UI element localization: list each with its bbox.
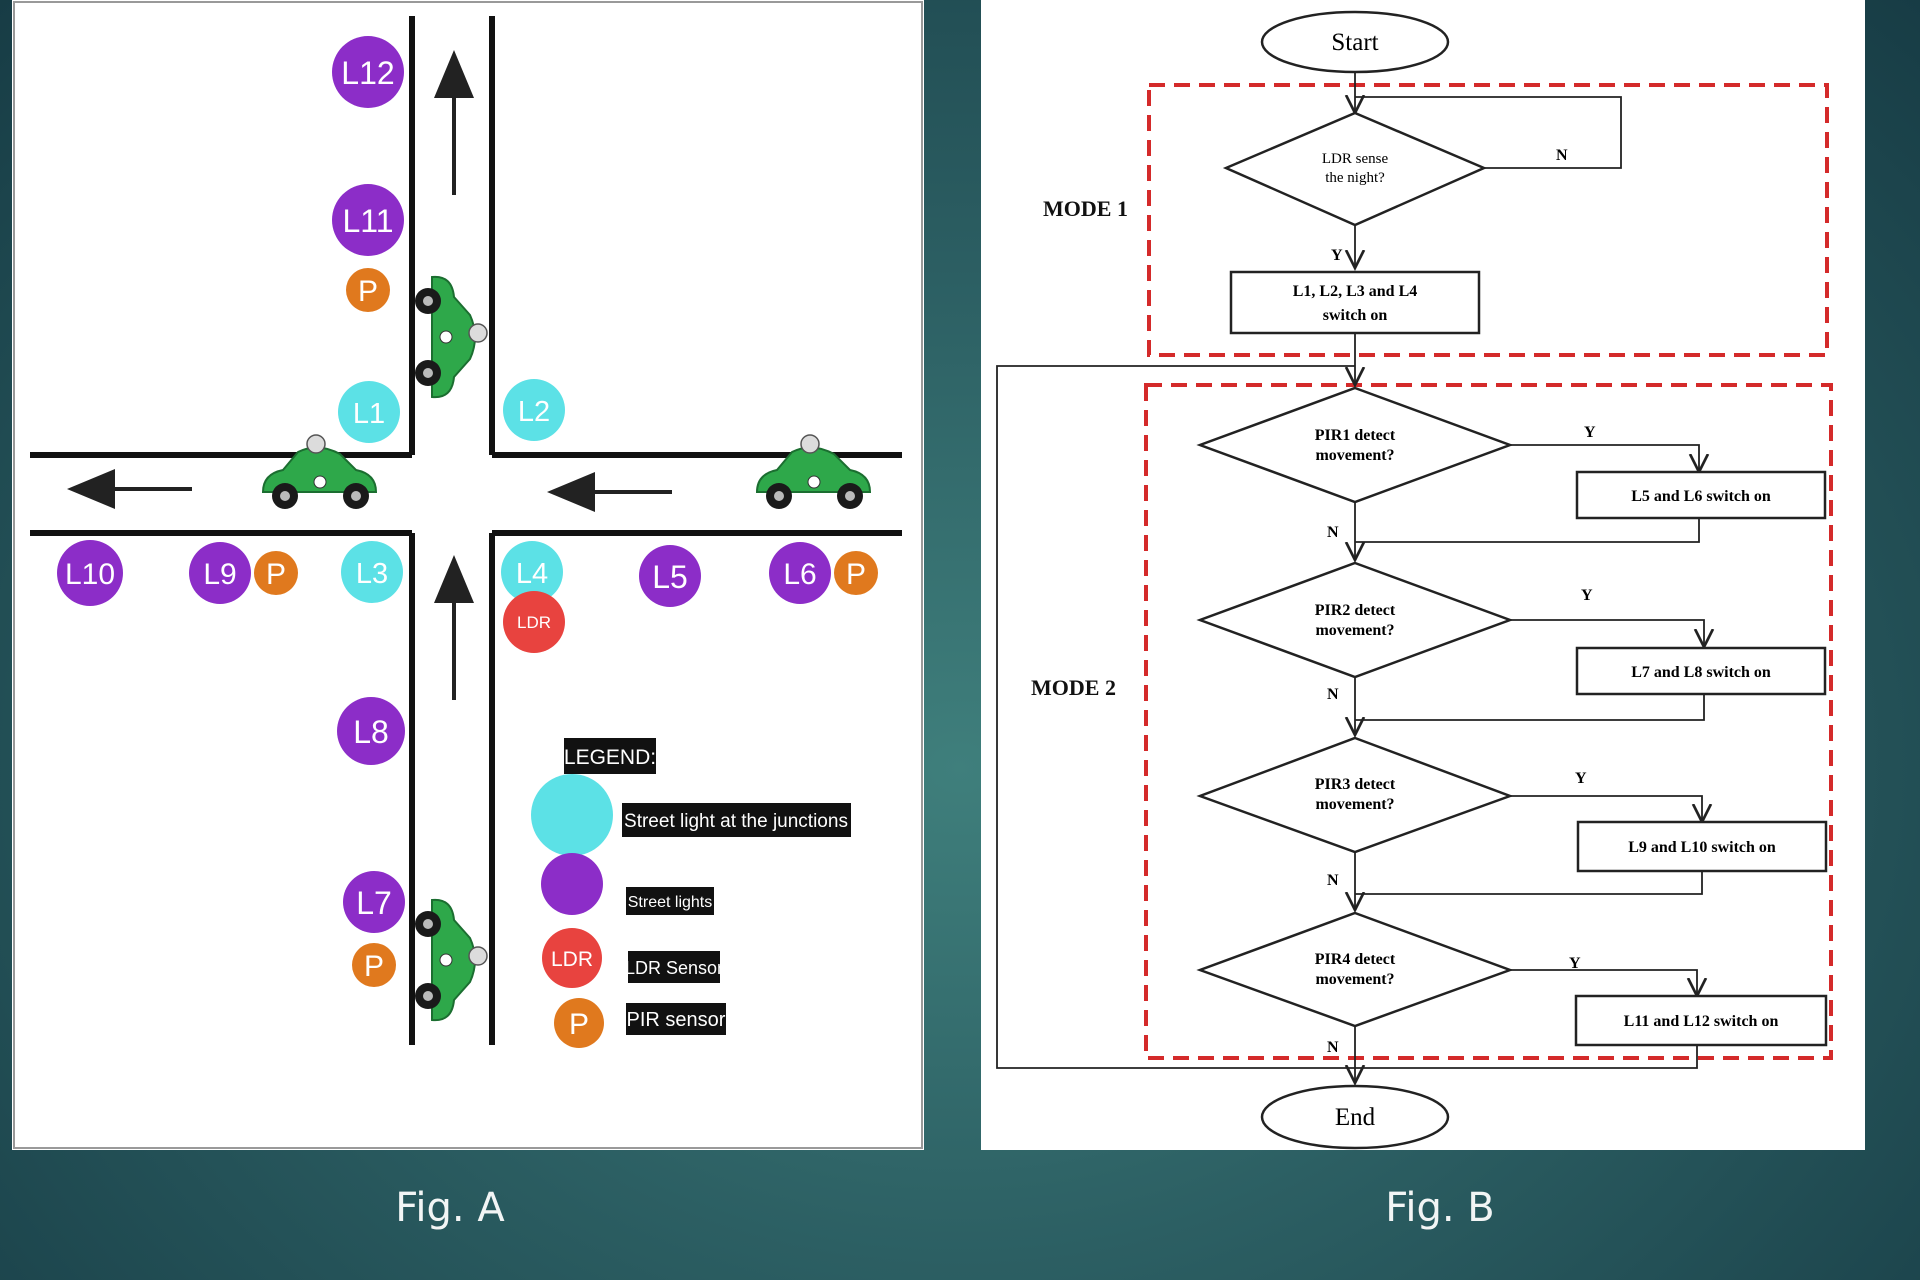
mode-2-box: [1144, 383, 1833, 1060]
pir4-action: L11 and L12 switch on: [1574, 994, 1828, 1047]
svg-text:LDR sense: LDR sense: [1322, 151, 1389, 167]
svg-text:L6: L6: [783, 558, 816, 591]
svg-text:L12: L12: [341, 55, 394, 91]
lamp-l3: L3: [341, 541, 403, 603]
traffic-arrows: [67, 50, 672, 700]
pir2-yes-label: Y: [1581, 587, 1593, 604]
pir4-yes-label: Y: [1569, 955, 1581, 972]
lamp-l12: L12: [332, 36, 404, 108]
figure-b-caption: Fig. B: [1385, 1185, 1495, 1231]
ldr-decision: LDR sense the night?: [1222, 111, 1488, 227]
svg-text:Street light at the junctions: Street light at the junctions: [624, 811, 848, 832]
legend-ldr-swatch: [542, 928, 602, 988]
lamp-l6: L6: [769, 542, 831, 604]
end-terminal: End: [1260, 1084, 1450, 1150]
svg-text:movement?: movement?: [1315, 796, 1394, 813]
svg-text:L8: L8: [353, 714, 389, 750]
svg-text:L3: L3: [356, 558, 388, 590]
pir-sensor-south: P: [352, 943, 396, 987]
svg-text:PIR1 detect: PIR1 detect: [1315, 427, 1396, 444]
legend-pir-swatch: [554, 998, 604, 1048]
legend-street-light-swatch: [541, 853, 603, 915]
svg-text:L4: L4: [516, 558, 548, 590]
svg-text:P: P: [569, 1008, 589, 1041]
svg-text:switch on: switch on: [1323, 307, 1388, 324]
svg-text:LEGEND:: LEGEND:: [564, 746, 656, 769]
lamp-l8: L8: [337, 697, 405, 765]
mode-1-label: MODE 1: [1043, 196, 1128, 221]
figure-b-panel: MODE 1 MODE 2 Start End LDR sense the ni…: [981, 0, 1865, 1150]
lamp-l11: L11: [332, 184, 404, 256]
lamp-l7: L7: [343, 871, 405, 933]
pir-sensor-west: P: [254, 551, 298, 595]
svg-text:L5: L5: [652, 559, 688, 595]
svg-text:the night?: the night?: [1325, 170, 1385, 186]
pir1-no-label: N: [1327, 524, 1339, 541]
pir2-decision: PIR2 detect movement?: [1196, 561, 1514, 679]
legend: LEGEND: Street light at the junctions St…: [531, 738, 851, 1048]
lamp-l1: L1: [338, 381, 400, 443]
svg-text:L11 and L12 switch on: L11 and L12 switch on: [1624, 1013, 1779, 1030]
svg-text:PIR4 detect: PIR4 detect: [1315, 951, 1396, 968]
ldr-sensor: LDR: [503, 591, 565, 653]
lamp-l2: L2: [503, 379, 565, 441]
pir3-action: L9 and L10 switch on: [1576, 820, 1828, 873]
svg-text:LDR: LDR: [517, 613, 551, 632]
svg-text:LDR Sensor: LDR Sensor: [625, 958, 723, 978]
pir1-action: L5 and L6 switch on: [1575, 470, 1827, 520]
lamp-l9: L9: [189, 542, 251, 604]
flowchart: MODE 1 MODE 2 Start End LDR sense the ni…: [996, 10, 1833, 1150]
lamp-l10: L10: [57, 540, 123, 606]
svg-text:L9: L9: [203, 558, 236, 591]
svg-text:L10: L10: [65, 558, 115, 591]
pir2-no-label: N: [1327, 686, 1339, 703]
mode-1-box: [1147, 83, 1829, 357]
svg-text:End: End: [1335, 1104, 1376, 1131]
svg-text:movement?: movement?: [1315, 622, 1394, 639]
junction-diagram: L1 L2 L3 L4 L12 L11 L10 L9 L5 L6 L8: [13, 1, 923, 1149]
svg-text:movement?: movement?: [1315, 971, 1394, 988]
svg-text:L5 and L6 switch on: L5 and L6 switch on: [1631, 488, 1771, 505]
figure-a-caption: Fig. A: [395, 1185, 505, 1231]
pir2-action: L7 and L8 switch on: [1575, 646, 1827, 696]
pir4-decision: PIR4 detect movement?: [1196, 911, 1514, 1028]
svg-text:PIR sensor: PIR sensor: [627, 1009, 726, 1031]
svg-text:LDR: LDR: [551, 948, 593, 971]
svg-text:Street lights: Street lights: [628, 894, 712, 911]
pir-sensor-north: P: [346, 268, 390, 312]
svg-text:PIR2 detect: PIR2 detect: [1315, 602, 1396, 619]
ldr-no-label: N: [1556, 147, 1568, 164]
svg-text:L7: L7: [356, 885, 392, 921]
road-edges: [30, 16, 902, 1045]
pir4-no-label: N: [1327, 1039, 1339, 1056]
pir3-no-label: N: [1327, 872, 1339, 889]
legend-junction-swatch: [531, 774, 613, 856]
svg-text:P: P: [358, 275, 378, 308]
svg-text:P: P: [364, 950, 384, 983]
lamp-l5: L5: [639, 545, 701, 607]
svg-text:PIR3 detect: PIR3 detect: [1315, 776, 1396, 793]
flow-connectors: [996, 72, 1704, 1083]
pir1-yes-label: Y: [1584, 424, 1596, 441]
figure-a-panel: L1 L2 L3 L4 L12 L11 L10 L9 L5 L6 L8: [12, 0, 924, 1150]
svg-text:L1: L1: [353, 398, 385, 430]
svg-text:L1, L2, L3 and L4: L1, L2, L3 and L4: [1293, 283, 1417, 300]
mode-1-action: L1, L2, L3 and L4 switch on: [1229, 270, 1481, 335]
svg-text:L9 and L10 switch on: L9 and L10 switch on: [1628, 839, 1776, 856]
mode-2-label: MODE 2: [1031, 675, 1116, 700]
pir3-yes-label: Y: [1575, 770, 1587, 787]
pir-sensor-east: P: [834, 551, 878, 595]
svg-text:movement?: movement?: [1315, 447, 1394, 464]
svg-text:L2: L2: [518, 396, 550, 428]
start-terminal: Start: [1260, 10, 1450, 74]
lamp-l4: L4: [501, 541, 563, 603]
ldr-yes-label: Y: [1331, 247, 1343, 264]
pir1-decision: PIR1 detect movement?: [1196, 386, 1514, 504]
svg-text:P: P: [266, 558, 286, 591]
svg-text:P: P: [846, 558, 866, 591]
svg-text:L11: L11: [342, 203, 393, 239]
pir3-decision: PIR3 detect movement?: [1196, 736, 1514, 854]
svg-text:L7 and L8 switch on: L7 and L8 switch on: [1631, 664, 1771, 681]
svg-text:Start: Start: [1331, 29, 1378, 56]
